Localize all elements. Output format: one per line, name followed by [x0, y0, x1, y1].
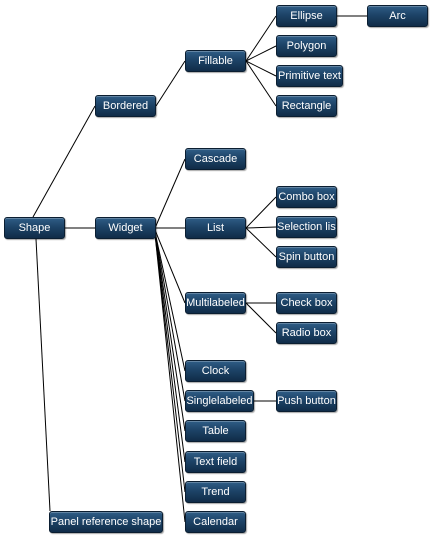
edge-fillable-primitive-text — [245, 60, 277, 77]
edge-list-selection-list — [245, 226, 277, 229]
edge-widget-multilabeled — [154, 229, 186, 304]
node-panel-reference-shape[interactable]: Panel reference shape — [49, 511, 163, 533]
edge-widget-trend — [154, 233, 186, 493]
node-ellipse[interactable]: Ellipse — [276, 5, 337, 27]
edge-widget-cascade — [154, 158, 186, 229]
node-widget[interactable]: Widget — [95, 217, 156, 239]
node-calendar[interactable]: Calendar — [185, 511, 246, 533]
edge-multilabeled-radio-box — [245, 302, 277, 334]
node-primitive-text[interactable]: Primitive text — [276, 65, 343, 87]
edge-list-combo-box — [245, 196, 277, 229]
edge-shape-bordered — [32, 105, 96, 218]
node-list[interactable]: List — [185, 217, 246, 239]
edge-widget-table — [154, 232, 186, 432]
node-rectangle[interactable]: Rectangle — [276, 95, 337, 117]
node-multilabeled[interactable]: Multilabeled — [185, 292, 246, 314]
node-singlelabeled[interactable]: Singlelabeled — [185, 390, 254, 412]
node-shape[interactable]: Shape — [4, 217, 65, 239]
node-table[interactable]: Table — [185, 420, 246, 442]
edge-widget-calendar — [154, 233, 186, 523]
node-selection-list[interactable]: Selection list — [276, 216, 337, 238]
edge-fillable-ellipse — [245, 15, 277, 62]
node-polygon[interactable]: Polygon — [276, 35, 337, 57]
node-radio-box[interactable]: Radio box — [276, 322, 337, 344]
node-clock[interactable]: Clock — [185, 360, 246, 382]
node-arc[interactable]: Arc — [367, 5, 428, 27]
node-spin-button[interactable]: Spin button — [276, 246, 337, 268]
node-text-field[interactable]: Text field — [185, 451, 246, 473]
node-cascade[interactable]: Cascade — [185, 148, 246, 170]
edge-list-spin-button — [245, 227, 277, 258]
node-trend[interactable]: Trend — [185, 481, 246, 503]
edge-bordered-fillable — [155, 60, 186, 107]
node-fillable[interactable]: Fillable — [185, 50, 246, 72]
edge-widget-clock — [154, 231, 186, 372]
node-check-box[interactable]: Check box — [276, 292, 337, 314]
edge-widget-singlelabeled — [154, 231, 186, 402]
node-push-button[interactable]: Push button — [276, 390, 337, 412]
edge-fillable-polygon — [245, 45, 277, 62]
edge-shape-panel — [35, 238, 51, 512]
node-bordered[interactable]: Bordered — [95, 95, 156, 117]
node-combo-box[interactable]: Combo box — [276, 186, 337, 208]
edge-fillable-rectangle — [245, 60, 277, 107]
edge-widget-text-field — [154, 232, 186, 463]
